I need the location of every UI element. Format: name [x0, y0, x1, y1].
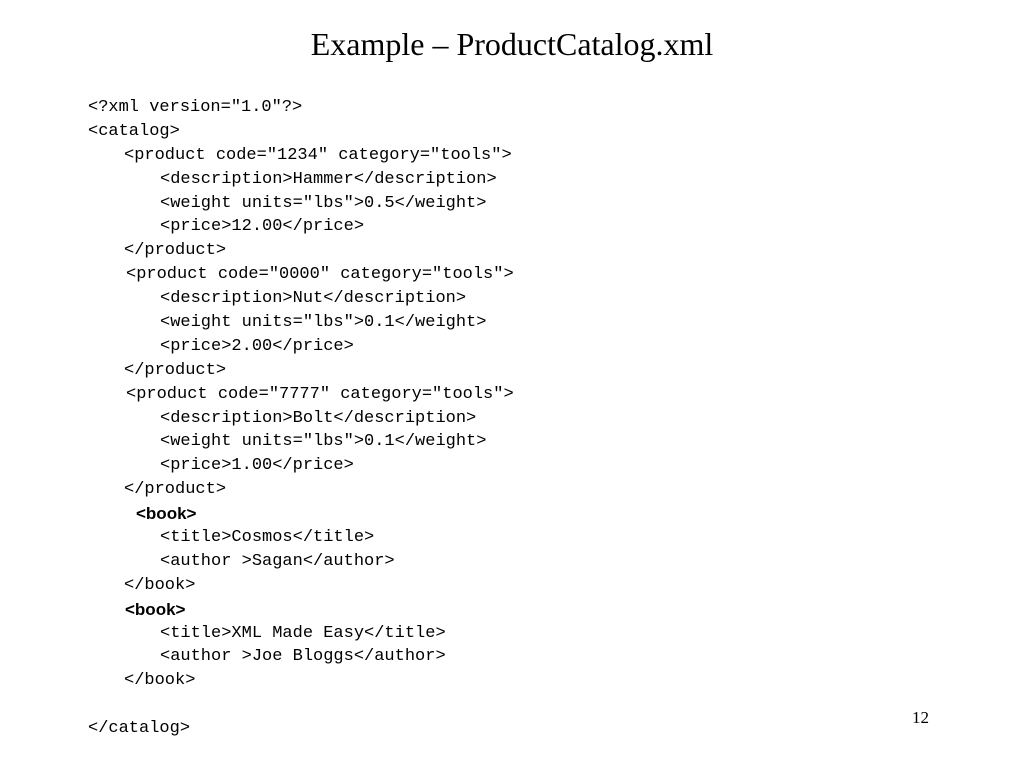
code-line-book-open: <book> [125, 599, 186, 619]
code-line-product-close: </product> [124, 360, 227, 380]
code-line-product-close: </product> [124, 241, 227, 261]
code-line-book-close: </book> [124, 671, 196, 691]
code-line-product-open: <product code="1234" category="tools"> [124, 145, 512, 165]
page-number: 12 [912, 708, 929, 727]
code-line-product-close: </product> [124, 480, 227, 500]
code-line-product-open: <product code="0000" category="tools"> [126, 265, 514, 285]
code-line-weight: <weight units="lbs">0.1</weight> [160, 313, 487, 333]
code-line-blank [88, 693, 514, 717]
code-line-book-close: </book> [124, 575, 196, 595]
code-line-title: <title>XML Made Easy</title> [160, 623, 446, 643]
code-line-product-open: <product code="7777" category="tools"> [126, 384, 514, 404]
code-line-book-open: <book> [136, 504, 197, 524]
code-line-price: <price>12.00</price> [160, 217, 365, 237]
code-line-author: <author >Sagan</author> [160, 551, 395, 571]
xml-code-block: <?xml version="1.0"?> <catalog> <product… [88, 96, 514, 741]
code-line-price: <price>2.00</price> [160, 336, 354, 356]
code-line-description: <description>Bolt</description> [160, 408, 477, 428]
code-line-weight: <weight units="lbs">0.1</weight> [160, 432, 487, 452]
code-line-author: <author >Joe Bloggs</author> [160, 647, 446, 667]
code-line-weight: <weight units="lbs">0.5</weight> [160, 193, 487, 213]
code-line-description: <description>Hammer</description> [160, 169, 497, 189]
code-line-catalog-close: </catalog> [88, 719, 191, 739]
code-line-price: <price>1.00</price> [160, 456, 354, 476]
code-line-catalog-open: <catalog> [88, 121, 180, 141]
code-line-description: <description>Nut</description> [160, 289, 467, 309]
code-line-xml-declaration: <?xml version="1.0"?> [88, 98, 303, 117]
slide-title: Example – ProductCatalog.xml [310, 26, 714, 62]
code-line-title: <title>Cosmos</title> [160, 528, 375, 548]
